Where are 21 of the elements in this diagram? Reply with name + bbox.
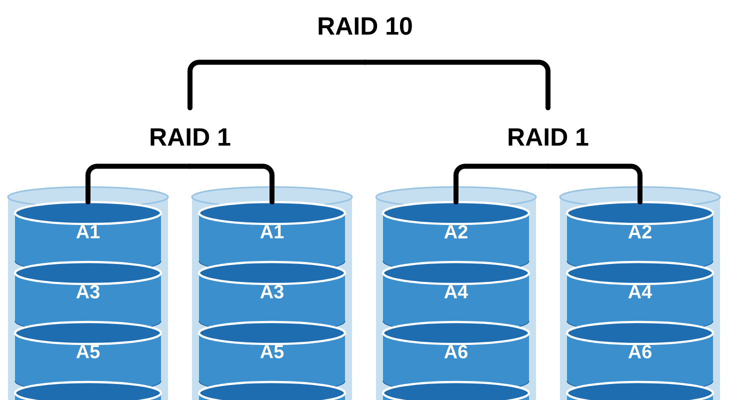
raid-label: RAID 1 xyxy=(508,128,588,146)
bracket-line xyxy=(188,60,368,110)
bracket-line xyxy=(454,164,550,204)
node-label: A4 xyxy=(444,285,468,298)
node-label: A4 xyxy=(628,285,652,298)
bracket-line xyxy=(362,60,550,110)
bracket-line xyxy=(546,164,642,204)
node-label: A3 xyxy=(260,284,284,298)
node-label: A5 xyxy=(260,345,284,358)
raid-label: RAID 1 xyxy=(150,128,230,146)
disk-platter xyxy=(198,380,346,400)
bracket-line xyxy=(188,164,274,204)
node-label: A3 xyxy=(76,284,100,298)
node-label: A6 xyxy=(444,344,468,358)
node-label: A5 xyxy=(76,345,100,358)
node-label: A6 xyxy=(628,344,652,358)
disk-platter xyxy=(14,380,162,400)
raid-label: RAID 10 xyxy=(318,17,412,35)
bracket-line xyxy=(86,164,192,204)
disk-platter xyxy=(566,380,714,400)
disk-platter xyxy=(382,380,530,400)
